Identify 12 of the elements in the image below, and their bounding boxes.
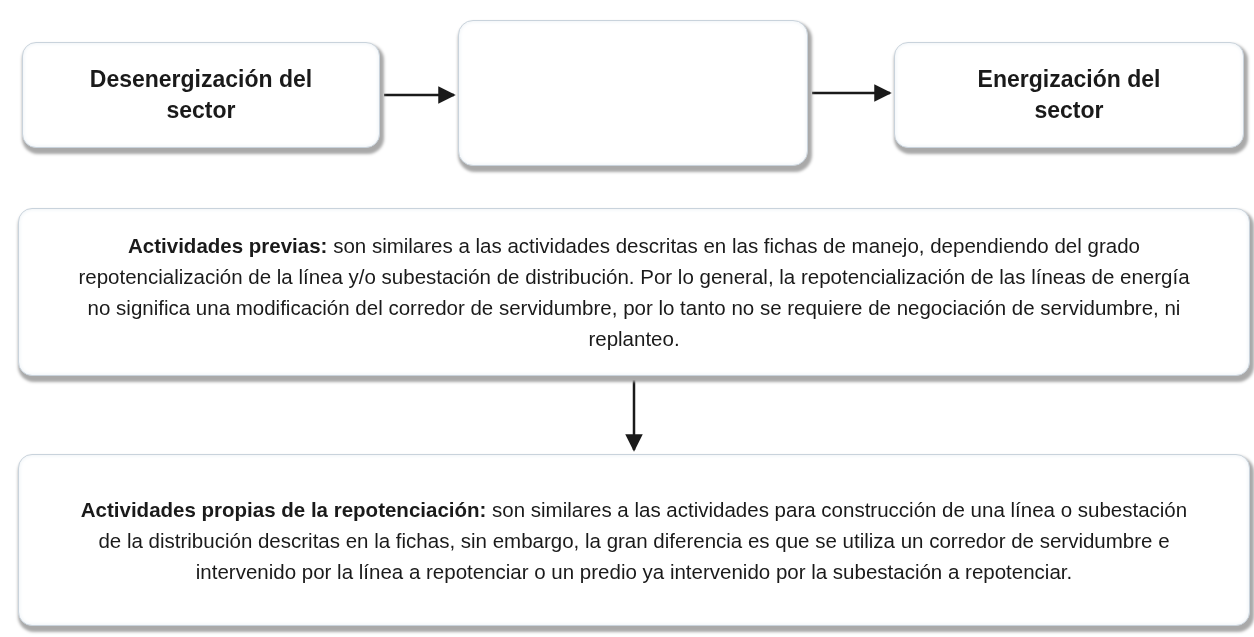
empty-box	[458, 20, 808, 166]
process-box	[22, 42, 380, 148]
arrow	[625, 380, 643, 452]
process-box	[894, 42, 1244, 148]
arrow	[384, 86, 456, 104]
process-box	[18, 454, 1250, 626]
box-text: Desenergización del sector	[88, 65, 314, 125]
arrow	[812, 84, 892, 102]
process-box	[18, 208, 1250, 376]
box-text: Energización del sector	[976, 65, 1162, 125]
box-text: Actividades propias de la repotenciación: son similares a las actividades para construcción de una línea o subestación de la distribución descritas en la fichas, sin embargo, la gran diferencia es que se utiliza un corredor de servidumbre e intervenido por la línea a repotenciar o un predio ya intervenido por la subestación a repotenciar.	[79, 496, 1189, 585]
box-text: Actividades previas: son similares a las actividades descritas en las fichas de manejo, dependiendo del grado repotencialización de la línea y/o subestación de distribución. Por lo general, la repotencialización de las líneas de energía no significa una modificación del corredor de servidumbre, por lo tanto no se requiere de negociación de servidumbre, ni replanteo.	[77, 233, 1191, 352]
